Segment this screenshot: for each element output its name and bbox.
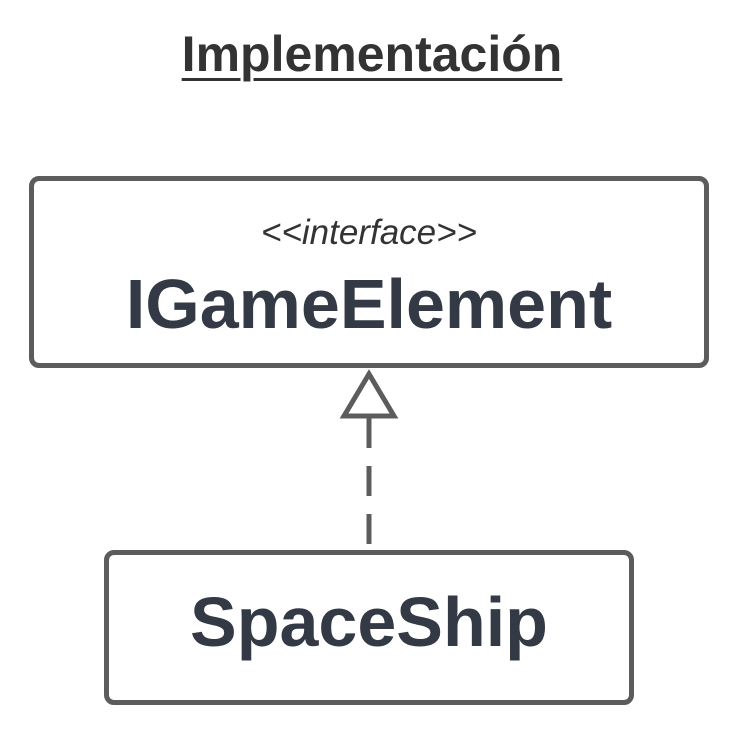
diagram-title: Implementación [181,26,563,82]
interface-stereotype: <<interface>> [261,213,477,252]
class-box: SpaceShip [104,550,634,705]
interface-name: IGameElement [125,265,613,343]
hollow-triangle-arrowhead [339,369,399,419]
interface-box: <<interface>> IGameElement [29,176,709,368]
class-name: SpaceShip [190,582,548,661]
